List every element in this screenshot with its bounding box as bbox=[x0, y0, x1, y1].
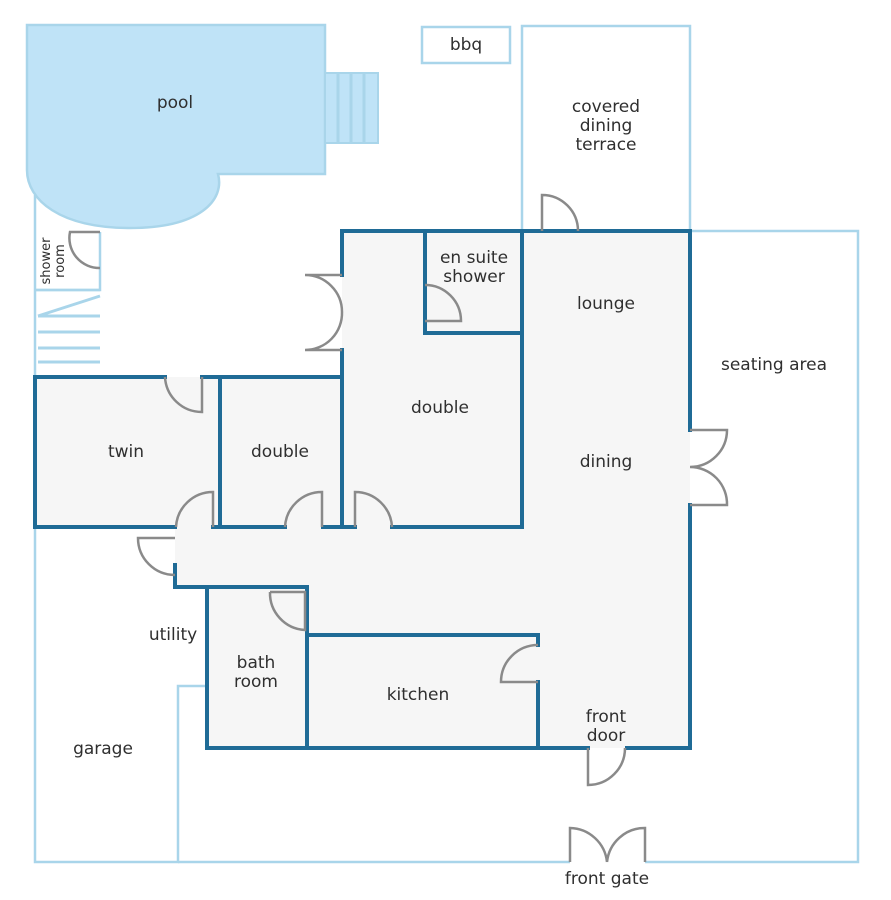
terrace-outline bbox=[520, 24, 692, 231]
outdoor-outlines bbox=[33, 24, 860, 864]
label-pool: pool bbox=[157, 93, 193, 113]
door-shower-room bbox=[68, 230, 101, 270]
room-labels: pool bbq covered dining terrace shower r… bbox=[39, 35, 827, 889]
label-terrace-2: dining bbox=[580, 116, 633, 136]
label-lounge: lounge bbox=[577, 294, 635, 314]
label-double-small: double bbox=[251, 442, 309, 462]
label-kitchen: kitchen bbox=[387, 685, 450, 705]
door-twin-south bbox=[174, 490, 215, 528]
pool-area bbox=[25, 23, 379, 230]
label-terrace-3: terrace bbox=[575, 135, 636, 155]
pool-shape bbox=[25, 23, 327, 230]
door-front bbox=[586, 747, 627, 787]
label-twin: twin bbox=[108, 442, 144, 462]
label-en-suite-1: en suite bbox=[440, 248, 508, 268]
label-front-door-1: front bbox=[586, 707, 627, 727]
label-bath-1: bath bbox=[237, 653, 276, 673]
door-kitchen bbox=[499, 643, 539, 684]
label-seating-area: seating area bbox=[721, 355, 827, 375]
label-utility: utility bbox=[149, 625, 197, 645]
label-shower-2: room bbox=[53, 244, 68, 278]
label-double-main: double bbox=[411, 398, 469, 418]
label-front-door-2: door bbox=[587, 726, 626, 746]
walls bbox=[33, 229, 692, 750]
seating-area-outline bbox=[178, 229, 860, 864]
label-en-suite-2: shower bbox=[443, 267, 504, 287]
door-double-small bbox=[283, 490, 324, 528]
door-en-suite bbox=[424, 283, 463, 323]
door-utility bbox=[136, 536, 176, 577]
door-double-west bbox=[304, 273, 344, 352]
label-terrace-1: covered bbox=[572, 97, 640, 117]
label-front-gate: front gate bbox=[565, 869, 649, 889]
label-dining: dining bbox=[580, 452, 633, 472]
bbq-box bbox=[420, 25, 512, 65]
label-bbq: bbq bbox=[450, 35, 482, 55]
door-twin bbox=[163, 376, 204, 414]
label-shower-1: shower bbox=[39, 237, 54, 285]
label-garage: garage bbox=[73, 739, 133, 759]
shower-stairs bbox=[37, 294, 101, 364]
door-dining-east bbox=[689, 428, 729, 507]
door-bath bbox=[268, 590, 307, 632]
indoor-fill bbox=[35, 231, 690, 748]
doors bbox=[68, 193, 729, 863]
gate-front bbox=[568, 826, 647, 863]
door-double-main bbox=[353, 490, 394, 528]
label-bath-2: room bbox=[234, 672, 278, 692]
door-terrace bbox=[540, 193, 580, 232]
